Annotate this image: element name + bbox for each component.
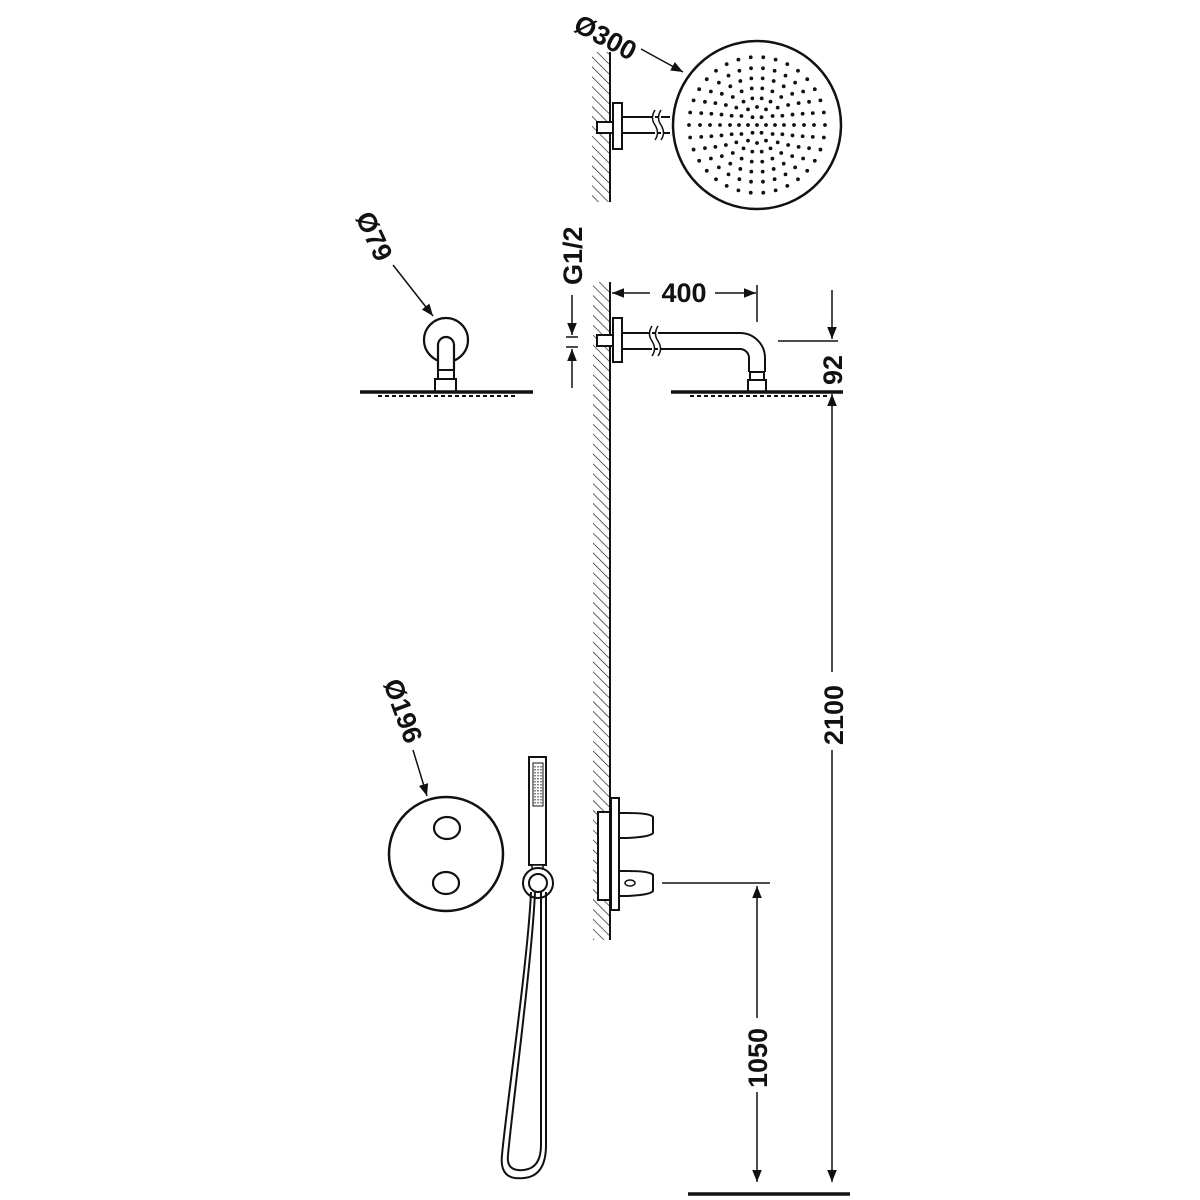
valve-plate-diameter-label: Ø196 bbox=[377, 675, 428, 747]
nozzle-dots bbox=[687, 55, 827, 195]
wall-side-view bbox=[593, 282, 843, 940]
valve-height-label: 1050 bbox=[743, 1028, 773, 1088]
flange-front-view: Ø79 bbox=[350, 207, 533, 397]
head-drop-dimension: 92 bbox=[778, 290, 848, 440]
wall-flange bbox=[612, 102, 623, 150]
valve-knob-bottom bbox=[431, 870, 461, 896]
head-drop-label: 92 bbox=[818, 355, 848, 385]
valve-trim-plate: Ø196 bbox=[377, 675, 505, 913]
hand-shower-spray-face bbox=[534, 766, 542, 804]
thread-size-label: G1/2 bbox=[558, 226, 588, 285]
head-height-label: 2100 bbox=[819, 685, 849, 745]
thread-dimension: G1/2 bbox=[558, 226, 588, 388]
flange-diameter-label: Ø79 bbox=[350, 207, 399, 266]
head-height-dimension: 2100 bbox=[819, 440, 849, 1182]
wall-hatch-main bbox=[593, 282, 610, 940]
arm-length-label: 400 bbox=[661, 278, 706, 308]
arm-length-dimension: 400 bbox=[612, 278, 758, 322]
rain-head-top-view: Ø300 bbox=[569, 9, 843, 211]
hand-shower bbox=[500, 756, 554, 1180]
valve-height-dimension: 1050 bbox=[662, 882, 850, 1196]
valve-knob-top bbox=[432, 815, 462, 841]
